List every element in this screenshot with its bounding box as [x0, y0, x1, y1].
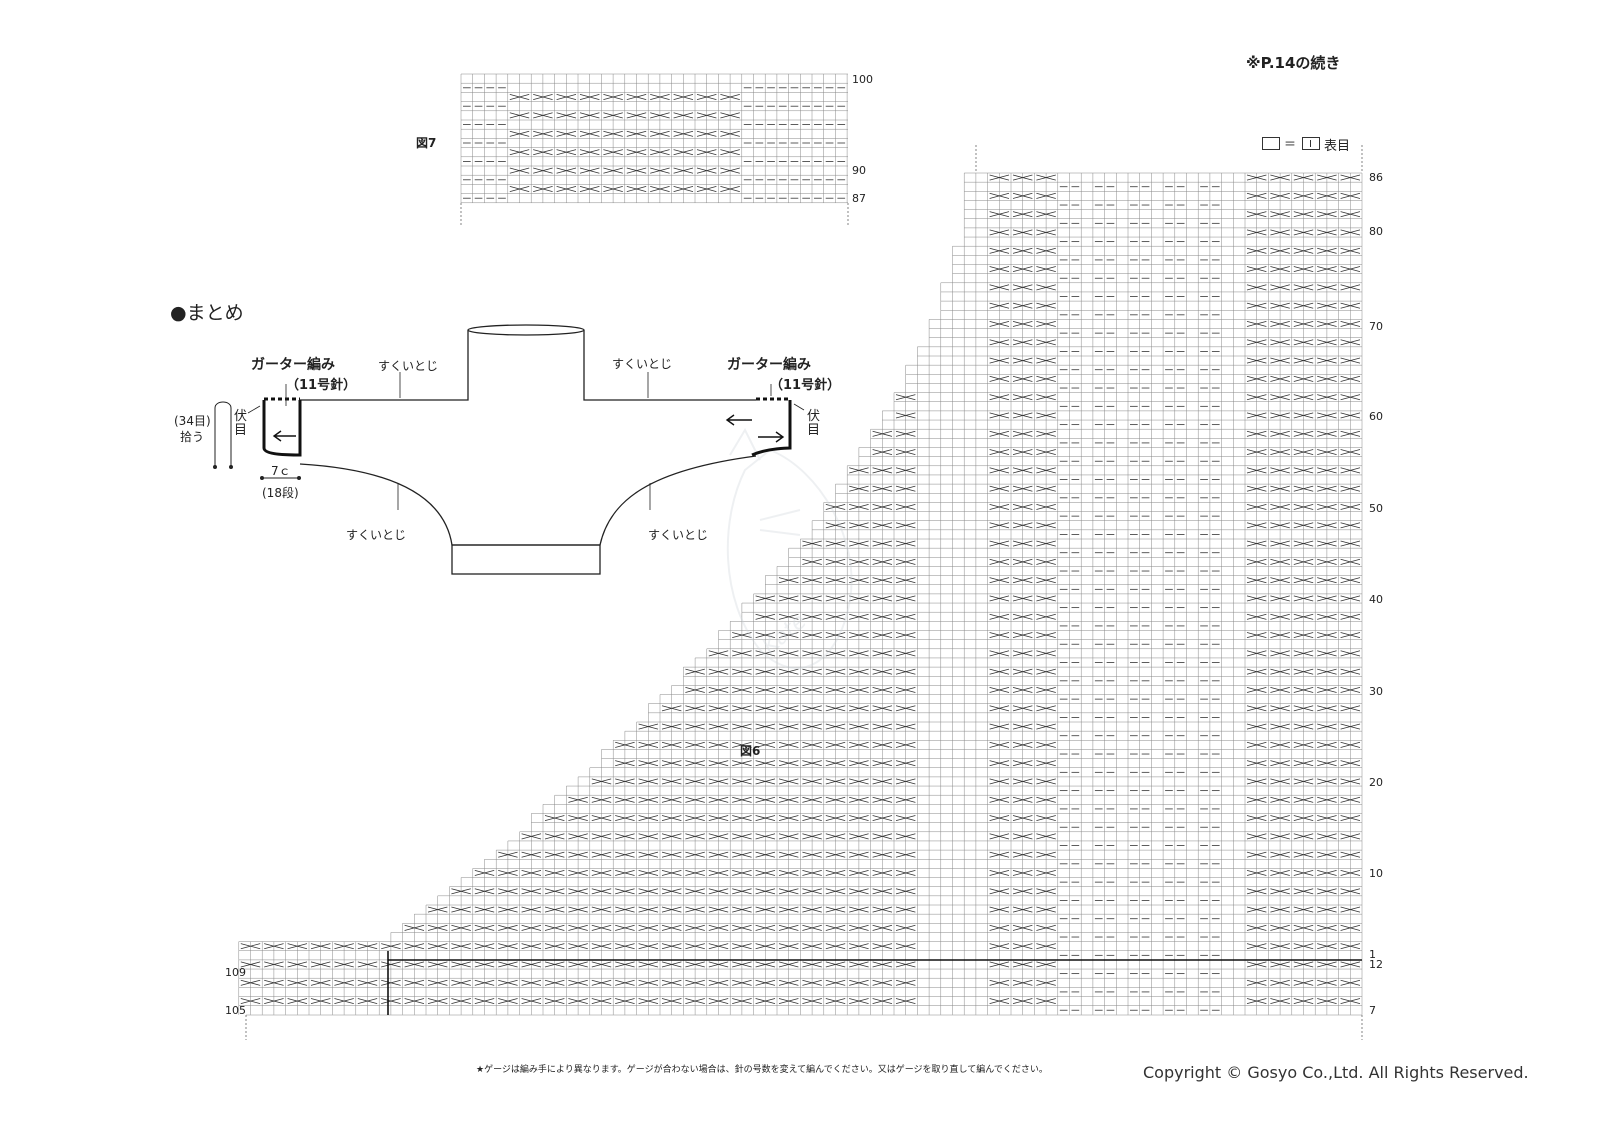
left-arrow-icon [272, 430, 296, 442]
figure6-row-label-20: 20 [1369, 776, 1383, 789]
sukui-top-left: すくいとじ [378, 359, 439, 373]
rows-label: (18段) [262, 486, 299, 500]
figure6-label: 図6 [740, 744, 761, 758]
figure7-row-label-90: 90 [852, 164, 866, 177]
needle-left-label: （11号針） [286, 378, 357, 393]
figure7-label: 図7 [416, 136, 437, 150]
garter-right-label: ガーター編み [727, 357, 811, 373]
needle-right-label: （11号針） [770, 378, 841, 393]
sukui-bottom-left: すくいとじ [346, 528, 407, 542]
figure6-row-label-105: 105 [225, 1004, 246, 1017]
gauge-note: ★ゲージは編み手により異なります。ゲージが合わない場合は、針の号数を変えて編んで… [476, 1065, 1048, 1075]
figure7-grid [460, 73, 849, 226]
figure6-grid [238, 145, 1363, 1040]
figure6-row-label-70: 70 [1369, 320, 1383, 333]
figure6-row-label-30: 30 [1369, 685, 1383, 698]
legend-blank-cell-icon [1262, 137, 1280, 150]
copyright: Copyright © Gosyo Co.,Ltd. All Rights Re… [1143, 1063, 1529, 1082]
figure6-row-label-7: 7 [1369, 1004, 1376, 1017]
figure6-row-label-12: 12 [1369, 958, 1383, 971]
width-label: 7ｃ [271, 464, 291, 478]
assembly-body-outline [300, 330, 756, 401]
watermark-cat-logo: Kate [726, 427, 853, 670]
figure6-row-label-10: 10 [1369, 867, 1383, 880]
sukui-bottom-right: すくいとじ [648, 528, 709, 542]
bindoff-right: 伏目 [807, 409, 821, 438]
bindoff-left: 伏目 [234, 409, 248, 438]
continued-note: ※P.14の続き [1246, 54, 1341, 72]
figure6-row-label-1: 1 [1369, 948, 1376, 961]
right-inner-arrow-icon [725, 414, 752, 426]
legend-equals: ＝ [1284, 137, 1297, 151]
pickup-bracket [214, 401, 232, 466]
figure6-row-label-50: 50 [1369, 502, 1383, 515]
figure7-row-label-87: 87 [852, 192, 866, 205]
legend-knit-cell-icon [1302, 137, 1320, 150]
figure6-row-label-86: 86 [1369, 171, 1383, 184]
garter-left-label: ガーター編み [251, 357, 335, 373]
stitch-legend: ＝ 表目 [1262, 134, 1362, 154]
figure6-row-label-40: 40 [1369, 593, 1383, 606]
figure6-row-label-60: 60 [1369, 410, 1383, 423]
pickup-count: (34目) [174, 414, 211, 428]
right-outer-arrow-icon [758, 431, 785, 443]
sukui-top-right: すくいとじ [612, 357, 673, 371]
figure6-row-label-109: 109 [225, 966, 246, 979]
pickup-label: 拾う [180, 430, 205, 444]
hem-band [451, 544, 601, 575]
figure7-row-label-100: 100 [852, 73, 873, 86]
right-garter-band [751, 400, 792, 457]
legend-knit-label: 表目 [1324, 139, 1351, 154]
left-garter-band [262, 400, 302, 457]
neck-opening [467, 324, 585, 336]
figure6-row-label-80: 80 [1369, 225, 1383, 238]
assembly-title: ●まとめ [170, 302, 244, 324]
